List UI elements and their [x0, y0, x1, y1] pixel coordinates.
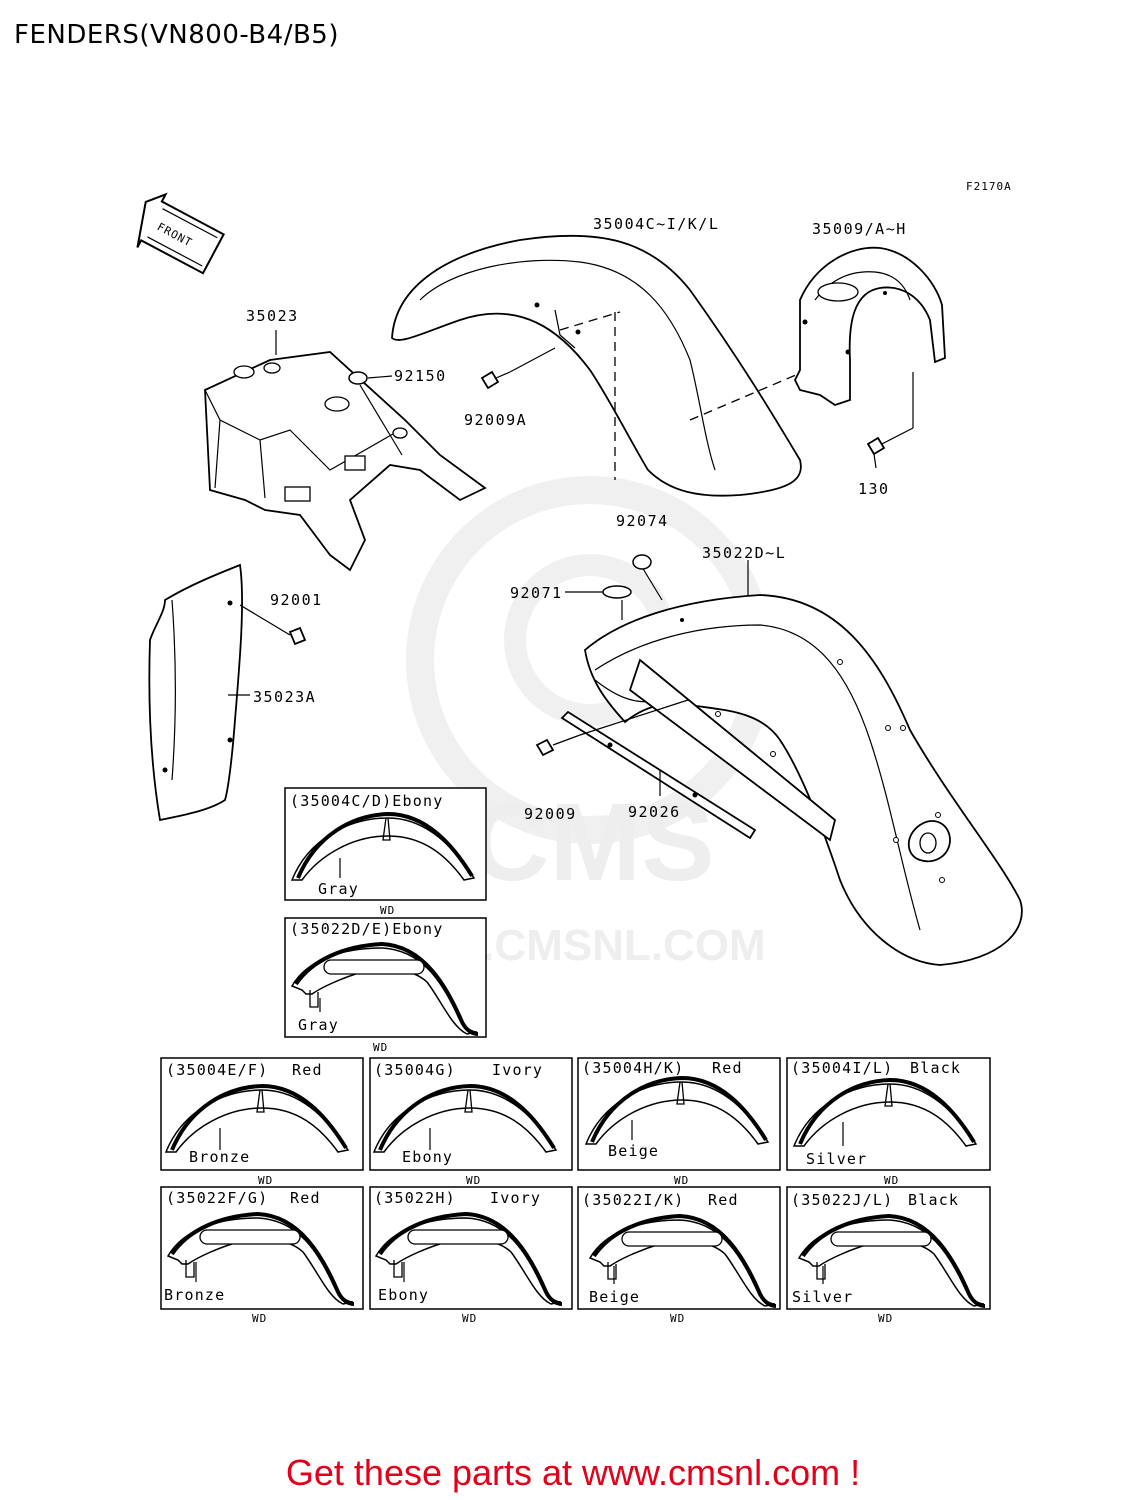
label-92026: 92026: [628, 803, 681, 821]
label-35023: 35023: [246, 307, 299, 325]
variant-title: (35004G): [374, 1061, 456, 1079]
label-92074: 92074: [616, 512, 669, 530]
variant-stripe: Ivory: [492, 1061, 543, 1079]
variant-stripe: Red: [290, 1189, 321, 1207]
promo-link[interactable]: Get these parts at www.cmsnl.com !: [285, 1452, 861, 1493]
label-92009a: 92009A: [464, 411, 527, 429]
variant-base: Beige: [589, 1288, 640, 1306]
variant-title: (35022H): [374, 1189, 456, 1207]
variant-title: (35022D/E)Ebony: [290, 920, 443, 938]
label-35009: 35009/A~H: [812, 220, 907, 238]
variant-box-35004il: (35004I/L) Black Silver WD: [786, 1057, 991, 1187]
variant-base: Ebony: [402, 1148, 453, 1166]
variant-box-35004hk: (35004H/K) Red Beige WD: [577, 1057, 781, 1187]
variant-base: Ebony: [378, 1286, 429, 1304]
bolt-92009a: [480, 370, 511, 390]
variant-title: (35022I/K): [582, 1191, 684, 1209]
variant-note: WD: [373, 1041, 388, 1054]
label-92009: 92009: [524, 805, 577, 823]
page-title: FENDERS(VN800-B4/B5): [14, 20, 339, 50]
variant-title: (35004I/L): [791, 1059, 893, 1077]
watermark-brand: CMS: [470, 781, 714, 904]
variant-title: (35022F/G): [166, 1189, 268, 1207]
variant-stripe: Red: [712, 1059, 743, 1077]
variant-note: WD: [252, 1312, 267, 1325]
variant-note: WD: [670, 1312, 685, 1325]
label-35004: 35004C~I/K/L: [593, 215, 719, 233]
variant-stripe: Black: [908, 1191, 959, 1209]
variant-box-35022h: (35022H) Ivory Ebony WD: [369, 1186, 573, 1325]
bolt-92001: [288, 626, 307, 646]
variant-note: WD: [462, 1312, 477, 1325]
variant-base: Silver: [806, 1150, 867, 1168]
bolt-130: [866, 436, 886, 469]
variant-stripe: Black: [910, 1059, 961, 1077]
variant-box-35022ik: (35022I/K) Red Beige WD: [577, 1186, 781, 1325]
variant-title: (35004E/F): [166, 1061, 268, 1079]
washer-92071: [602, 585, 632, 599]
variant-base: Bronze: [164, 1286, 225, 1304]
label-92001: 92001: [270, 591, 323, 609]
variant-box-35022de: (35022D/E)Ebony Gray WD: [284, 917, 487, 1054]
variant-note: WD: [466, 1174, 481, 1187]
variant-note: WD: [884, 1174, 899, 1187]
variant-base: Gray: [298, 1016, 339, 1034]
variant-base: Beige: [608, 1142, 659, 1160]
label-35023a: 35023A: [253, 688, 316, 706]
variant-note: WD: [878, 1312, 893, 1325]
front-fender: [391, 234, 802, 497]
variant-title: (35022J/L): [791, 1191, 893, 1209]
front-arrow: FRONT: [136, 192, 225, 275]
mount-plate: [560, 710, 757, 840]
variant-note: WD: [674, 1174, 689, 1187]
variant-note: WD: [258, 1174, 273, 1187]
variant-title: (35004H/K): [582, 1059, 684, 1077]
variant-base: Silver: [792, 1288, 853, 1306]
variant-box-35004g: (35004G) Ivory Ebony WD: [369, 1057, 573, 1187]
figure-code: F2170A: [966, 180, 1012, 193]
mud-flap: [148, 563, 243, 822]
label-92150: 92150: [394, 367, 447, 385]
grommet-92150: [348, 371, 368, 385]
variant-box-35022fg: (35022F/G) Red Bronze WD: [160, 1186, 364, 1325]
battery-case: [204, 351, 487, 572]
variant-stripe: Red: [292, 1061, 323, 1079]
label-92071: 92071: [510, 584, 563, 602]
fender-bracket: [793, 246, 946, 406]
variant-base: Gray: [318, 880, 359, 898]
variant-base: Bronze: [189, 1148, 250, 1166]
variant-box-35004ef: (35004E/F) Red Bronze WD: [160, 1057, 364, 1187]
variant-box-35004cd: (35004C/D)Ebony Gray WD: [284, 787, 487, 917]
rear-fender: [584, 594, 1023, 966]
variant-box-35022jl: (35022J/L) Black Silver WD: [786, 1186, 991, 1325]
variant-note: WD: [380, 904, 395, 917]
grommet-92074: [632, 554, 652, 570]
variant-stripe: Ivory: [490, 1189, 541, 1207]
label-130: 130: [858, 480, 890, 498]
watermark: CMS WWW.CMSNL.COM: [360, 476, 774, 970]
variant-stripe: Red: [708, 1191, 739, 1209]
bolt-92009: [535, 738, 555, 757]
label-35022: 35022D~L: [702, 544, 786, 562]
variant-title: (35004C/D)Ebony: [290, 792, 443, 810]
